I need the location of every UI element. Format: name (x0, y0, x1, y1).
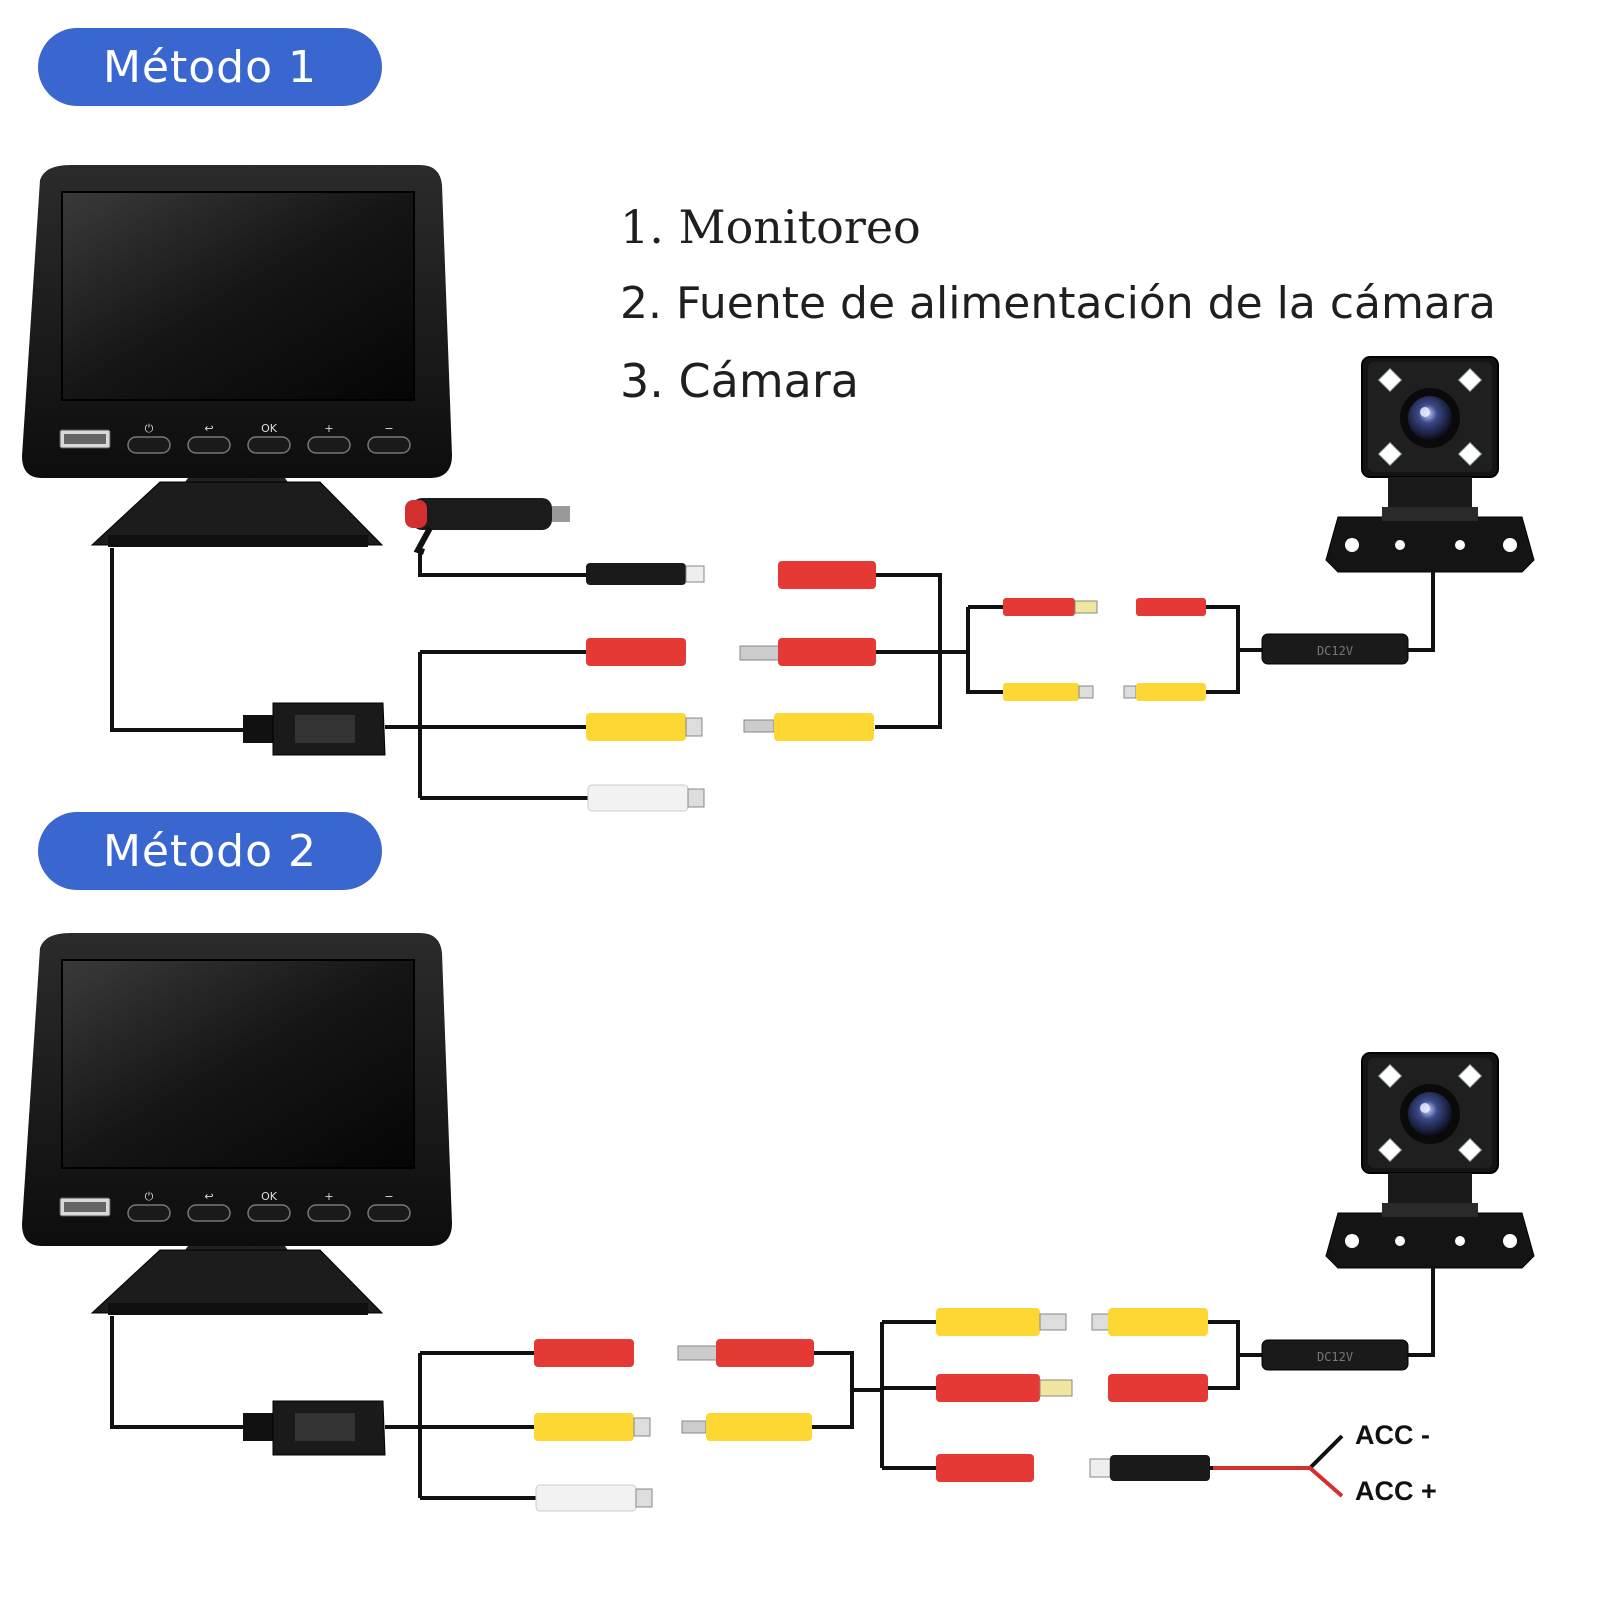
plus-button-icon: + (324, 422, 333, 435)
legend-item-camera: 3. Cámara (620, 354, 859, 408)
method-1-label: Método 1 (102, 41, 318, 93)
method-2-label: Método 2 (102, 825, 318, 877)
camera-power-module-2: DC12V (1261, 1339, 1409, 1371)
rca-group-camera-2 (936, 1308, 1208, 1482)
method-1-badge: Método 1 (38, 28, 382, 106)
rca-group-monitor-1 (586, 638, 705, 812)
acc-plus-wire (1213, 1466, 1344, 1498)
camera-1 (1325, 356, 1535, 573)
rca-group-middle-1 (739, 561, 876, 741)
power-button-icon: ⏻ (145, 422, 154, 435)
minus-button-icon: − (384, 422, 393, 435)
monitor-1-button-icons: ⏻ ↩ OK + − (145, 422, 394, 435)
method-1-wires (110, 545, 1435, 800)
camera-power-module-1: DC12V (1261, 633, 1409, 665)
monitor-2 (21, 932, 453, 1316)
back-button-icon: ↩ (204, 422, 213, 435)
av-connector-2 (243, 1400, 386, 1456)
legend-item-monitor: 1. Monitoreo (620, 200, 921, 254)
acc-minus-label: ACC - (1355, 1420, 1430, 1450)
av-connector-1 (243, 702, 386, 756)
legend-item-power: 2. Fuente de alimentación de la cámara (620, 278, 1496, 329)
acc-plus-label: ACC + (1355, 1476, 1437, 1506)
power-button-icon-2: ⏻ (145, 1190, 154, 1203)
camera-2 (1325, 1052, 1535, 1269)
module-2-label: DC12V (1317, 1350, 1353, 1364)
rca-group-monitor-2 (534, 1339, 653, 1512)
module-1-label: DC12V (1317, 644, 1353, 658)
back-button-icon-2: ↩ (204, 1190, 213, 1203)
dc-power-jack-1 (586, 563, 705, 585)
ok-button-icon-2: OK (261, 1190, 278, 1203)
method-2-wires (110, 1265, 1435, 1500)
monitor-2-button-icons: ⏻ ↩ OK + − (145, 1190, 394, 1203)
plus-button-icon-2: + (324, 1190, 333, 1203)
dc-power-jack-2 (1089, 1455, 1210, 1481)
rca-group-camera-1 (1003, 598, 1206, 701)
method-2-badge: Método 2 (38, 812, 382, 890)
rca-group-middle-2 (677, 1339, 814, 1441)
minus-button-icon-2: − (384, 1190, 393, 1203)
cigarette-lighter-plug (405, 498, 570, 555)
ok-button-icon: OK (261, 422, 278, 435)
monitor-1 (21, 164, 453, 548)
